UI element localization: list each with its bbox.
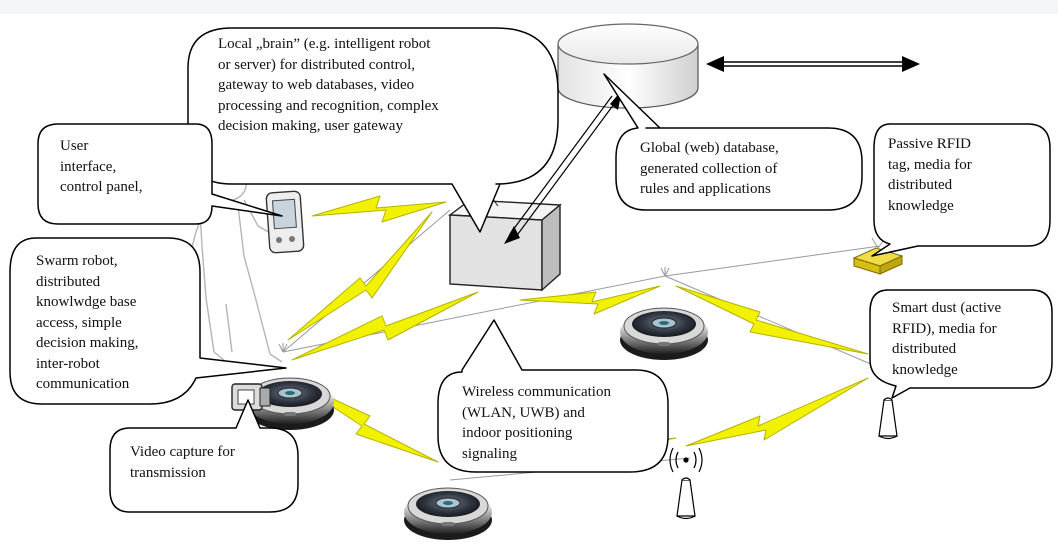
antenna-signal-icon — [669, 447, 703, 473]
callout-global-db-text: Global (web) database, generated collect… — [640, 138, 779, 200]
callout-smart-dust-bubble — [869, 289, 1053, 399]
callout-line: interface, — [60, 158, 117, 175]
callout-line: control panel, — [60, 179, 143, 195]
callout-line: gateway to web databases, video — [218, 77, 415, 93]
callout-line: inter-robot — [36, 355, 100, 372]
callout-line: RFID), media for — [892, 320, 997, 337]
callout-line: Video capture for — [130, 444, 235, 460]
callout-line: transmission — [130, 464, 206, 481]
callout-line: Global (web) database, — [640, 140, 779, 156]
antenna-icon — [878, 397, 898, 440]
callout-line: access, simple — [36, 314, 122, 331]
callout-line: tag, media for — [888, 156, 972, 173]
callout-line: signaling — [462, 445, 517, 462]
callout-global-db-bubble — [603, 73, 863, 211]
robot-antenna-marks — [278, 267, 670, 353]
callout-line: communication — [36, 376, 130, 392]
callout-video-text: Video capture for transmission — [130, 442, 235, 483]
callout-swarm-robot-text: Swarm robot, distributed knowlwdge base … — [36, 251, 138, 395]
callout-line: knowlwdge base — [36, 294, 137, 310]
camera-icon — [231, 383, 271, 411]
callout-swarm-robot-bubble — [9, 237, 287, 405]
callout-line: distributed — [36, 273, 101, 290]
callout-line: generated collection of — [640, 160, 778, 177]
callout-line: Local „brain” (e.g. intelligent robot — [218, 36, 431, 52]
pda-device-icon — [265, 190, 305, 254]
callout-line: Passive RFID — [888, 136, 971, 152]
callout-line: knowledge — [888, 197, 954, 214]
callout-line: User — [60, 138, 89, 154]
cylinder-database-icon — [557, 23, 699, 109]
callout-user-bubble — [37, 123, 283, 225]
callout-line: decision making, — [36, 335, 139, 351]
round-robot-icon — [619, 307, 709, 361]
double-arrow-icon — [706, 56, 920, 72]
callout-user-text: User interface, control panel, — [60, 136, 142, 198]
callout-brain-bubble — [187, 27, 559, 233]
callout-brain-text: Local „brain” (e.g. intelligent robot or… — [218, 34, 439, 137]
callout-passive-rfid-bubble — [871, 123, 1051, 257]
callout-line: or server) for distributed control, — [218, 56, 416, 73]
callout-line: (WLAN, UWB) and — [462, 404, 585, 421]
callout-line: decision making, user gateway — [218, 118, 403, 134]
callout-line: distributed — [892, 341, 957, 357]
callout-line: Smart dust (active — [892, 300, 1002, 316]
callout-wireless-bubble — [437, 319, 669, 473]
top-band — [0, 0, 1058, 14]
callout-smart-dust-text: Smart dust (active RFID), media for dist… — [892, 298, 1001, 380]
callout-line: indoor positioning — [462, 425, 573, 441]
callout-video-bubble — [109, 399, 299, 513]
callout-line: knowledge — [892, 361, 958, 378]
callout-line: processing and recognition, complex — [218, 97, 439, 114]
callout-wireless-text: Wireless communication (WLAN, UWB) and i… — [462, 382, 611, 464]
callout-line: Swarm robot, — [36, 253, 118, 269]
callout-line: rules and applications — [640, 181, 771, 197]
callout-line: distributed — [888, 177, 953, 193]
antenna-icon — [676, 477, 696, 520]
callout-passive-rfid-text: Passive RFID tag, media for distributed … — [888, 134, 972, 216]
round-robot-icon — [403, 487, 493, 541]
callout-line: Wireless communication — [462, 384, 611, 400]
